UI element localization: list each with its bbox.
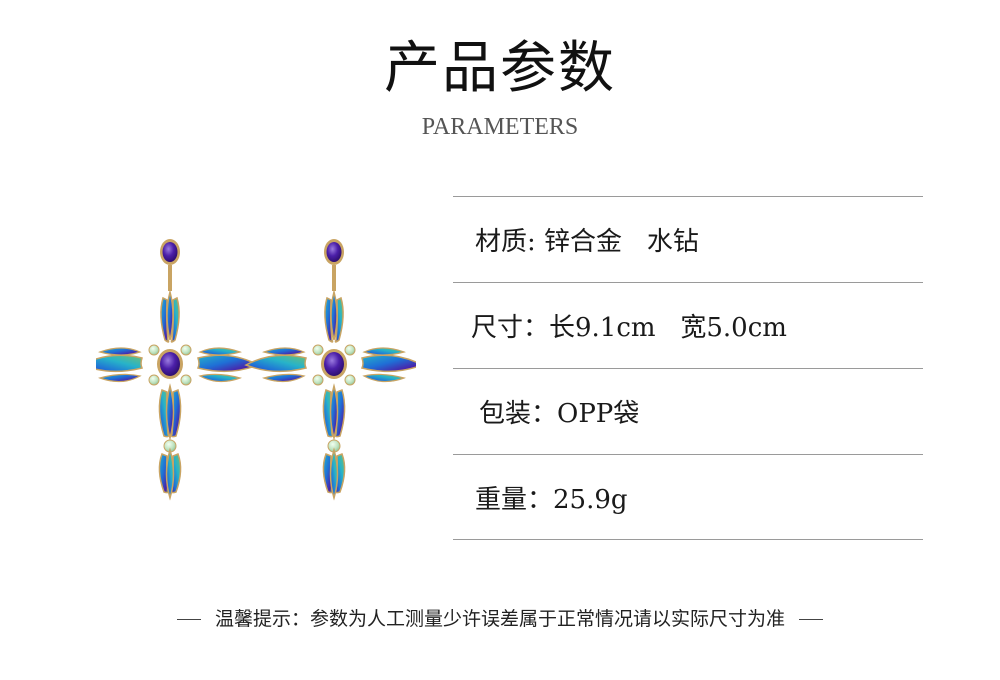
param-weight: 重量：25.9g [475,484,628,515]
param-material: 材质: 锌合金 水钻 [475,227,699,257]
notice-text: 温馨提示：参数为人工测量少许误差属于正常情况请以实际尺寸为准 [214,608,785,630]
notice-bar: 温馨提示：参数为人工测量少许误差属于正常情况请以实际尺寸为准 [0,604,1000,631]
page-subtitle: PARAMETERS [421,114,579,140]
right-earring [245,238,423,499]
left-dash [176,619,201,620]
product-image [81,236,423,506]
param-row-material: 材质: 锌合金 水钻 [453,196,923,282]
param-row-packaging: 包装：OPP袋 [453,368,923,454]
cross-earrings-icon [81,238,423,499]
param-size: 尺寸：长9.1cm 宽5.0cm [471,313,787,343]
right-dash [799,619,823,620]
param-packaging: 包装：OPP袋 [479,399,640,429]
param-row-size: 尺寸：长9.1cm 宽5.0cm [453,282,923,368]
parameter-table: 材质: 锌合金 水钻 尺寸：长9.1cm 宽5.0cm 包装：OPP袋 重量：2… [453,196,923,540]
page-title: 产品参数 [384,36,616,101]
left-earring [81,238,259,499]
param-row-weight: 重量：25.9g [453,454,923,540]
